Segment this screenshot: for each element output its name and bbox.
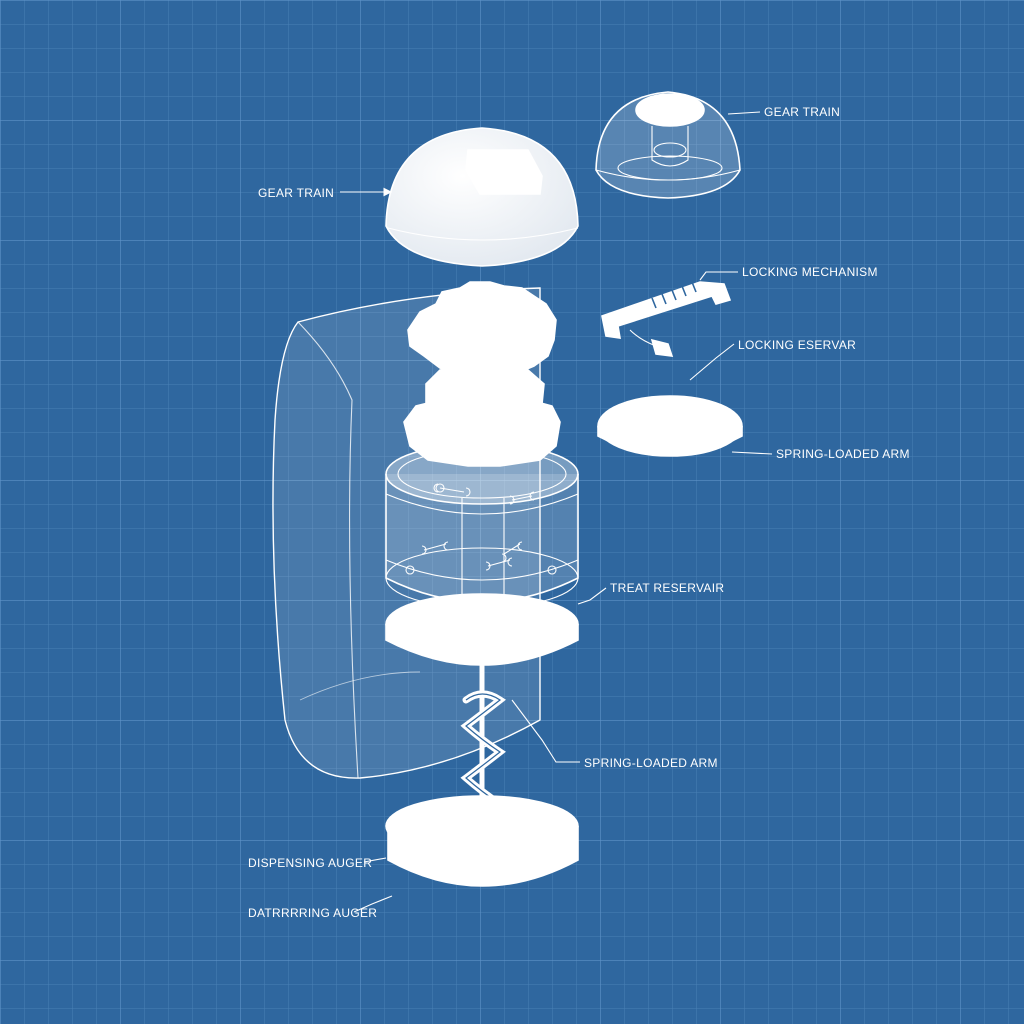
callout-locking-reservoir: LOCKING ESERVAR — [738, 338, 856, 352]
treat-reservoir-cylinder — [385, 443, 579, 645]
callout-locking-mechanism: LOCKING MECHANISM — [742, 265, 878, 279]
upper-gear — [407, 281, 557, 377]
callout-treat-reservoir: TREAT RESERVAIR — [610, 581, 724, 595]
callout-spring-loaded-arm-bottom: SPRING-LOADED ARM — [584, 756, 718, 770]
callout-dispensing-auger-2: DATRRRRING AUGER — [248, 906, 377, 920]
spring-loaded-arm-disc — [597, 395, 743, 457]
bottom-base-dish — [385, 795, 579, 887]
callout-spring-loaded-arm-top: SPRING-LOADED ARM — [776, 447, 910, 461]
callout-leaders — [340, 111, 773, 913]
top-dome-cap — [385, 127, 579, 267]
dispensing-auger — [460, 660, 506, 820]
callout-labels: GEAR TRAIN GEAR TRAIN LOCKING MECHANISM … — [248, 105, 910, 920]
callout-gear-train-left: GEAR TRAIN — [258, 186, 334, 200]
middle-gear-stack — [403, 365, 561, 467]
glass-dome-part — [595, 91, 741, 199]
callout-gear-train-right: GEAR TRAIN — [764, 105, 840, 119]
callout-dispensing-auger: DISPENSING AUGER — [248, 856, 372, 870]
locking-mechanism-lever — [601, 281, 732, 357]
reservoir-base-tray — [385, 593, 579, 666]
